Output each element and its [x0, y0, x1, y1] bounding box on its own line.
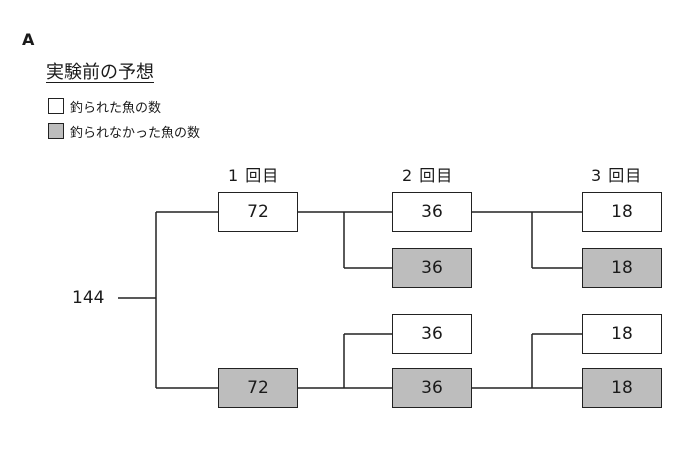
box-r2-top-caught: 36: [392, 192, 472, 232]
box-r2-bottom-uncaught: 36: [392, 368, 472, 408]
box-r1-caught: 72: [218, 192, 298, 232]
panel-label: A: [22, 30, 35, 49]
legend-label-caught: 釣られた魚の数: [70, 100, 162, 116]
legend-swatch-caught: [48, 98, 64, 114]
start-count: 144: [72, 288, 105, 308]
round-label-1: 1 回目: [228, 166, 280, 185]
diagram-heading: 実験前の予想: [46, 62, 154, 83]
round-label-2: 2 回目: [402, 166, 454, 185]
box-r3-top-uncaught: 18: [582, 248, 662, 288]
legend-swatch-uncaught: [48, 123, 64, 139]
box-r1-uncaught: 72: [218, 368, 298, 408]
box-r3-top-caught: 18: [582, 192, 662, 232]
box-r2-bottom-caught: 36: [392, 314, 472, 354]
box-r2-top-uncaught: 36: [392, 248, 472, 288]
legend-item-caught: 釣られた魚の数: [48, 97, 162, 116]
legend-item-uncaught: 釣られなかった魚の数: [48, 122, 201, 141]
round-label-3: 3 回目: [591, 166, 643, 185]
box-r3-bottom-caught: 18: [582, 314, 662, 354]
legend-label-uncaught: 釣られなかった魚の数: [70, 125, 201, 141]
box-r3-bottom-uncaught: 18: [582, 368, 662, 408]
